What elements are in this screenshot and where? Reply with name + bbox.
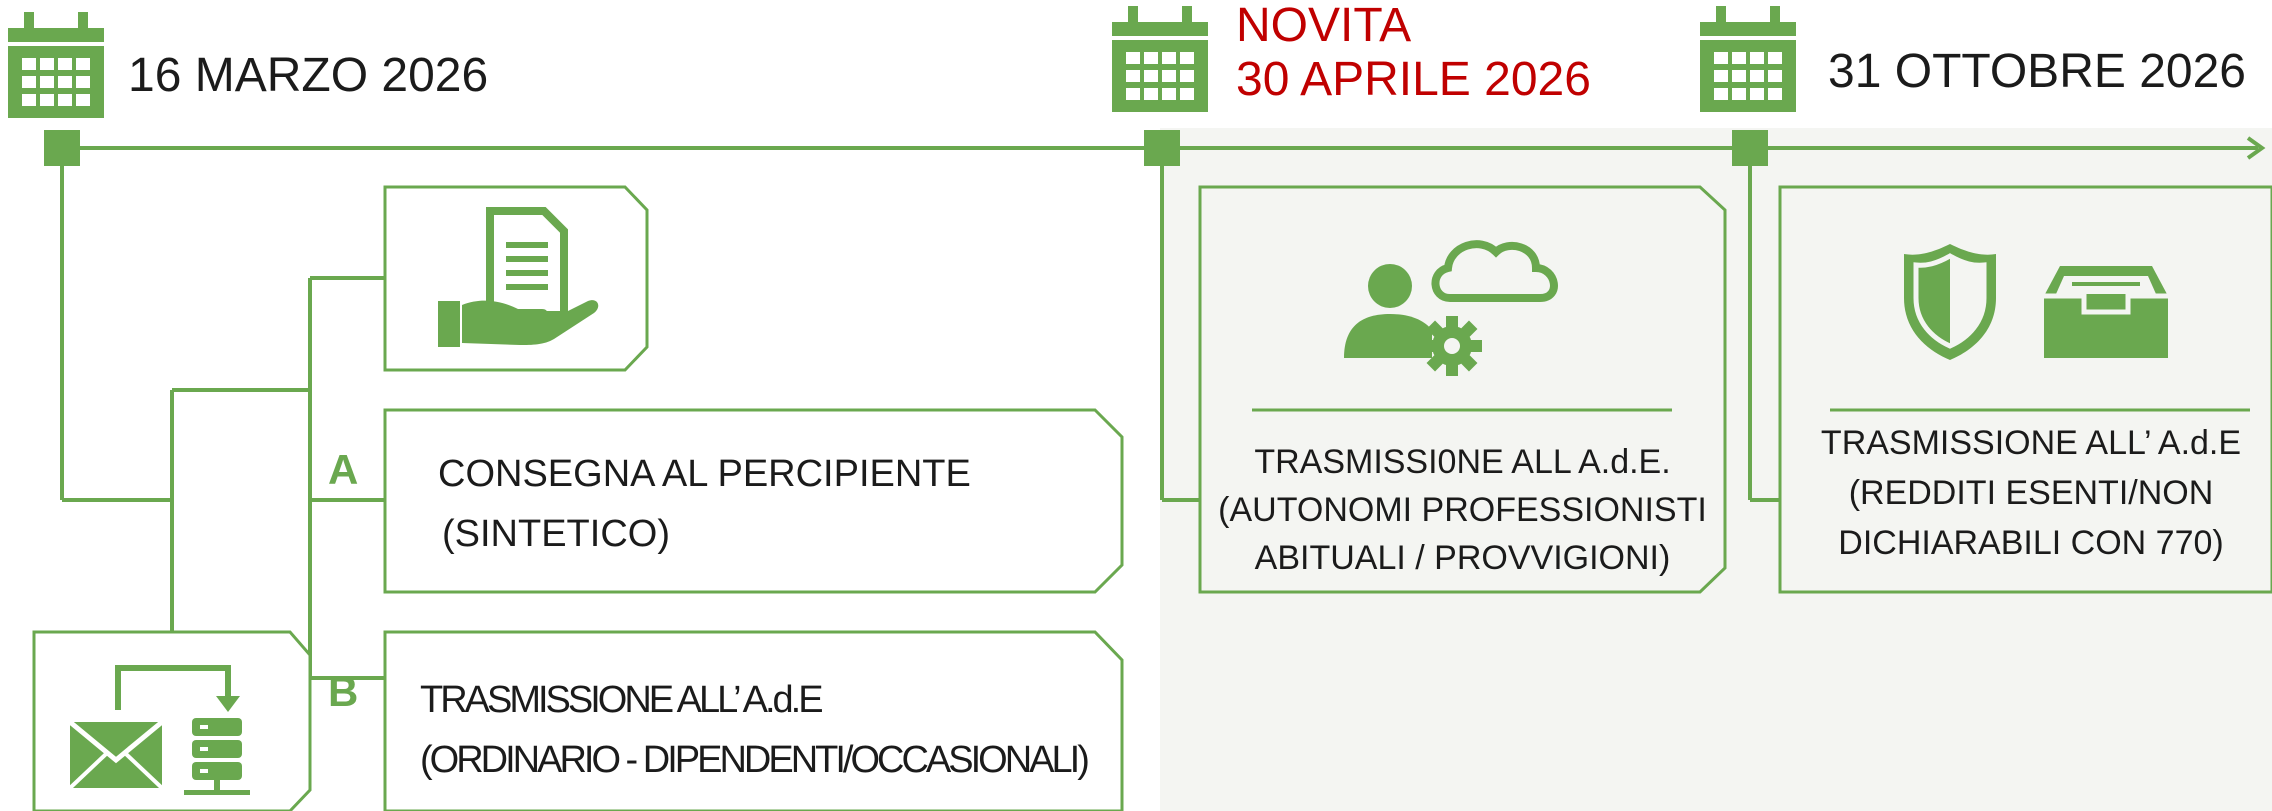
node-march — [44, 130, 80, 166]
april-line1: TRASMISSI0NE ALL A.d.E. — [1254, 443, 1671, 481]
october-line1: TRASMISSIONE ALL’ A.d.E — [1820, 424, 2242, 462]
october-line3: DICHIARABILI CON 770) — [1838, 524, 2224, 562]
step-b-letter: B — [328, 668, 359, 715]
novita-tag: NOVITA — [1236, 0, 1412, 52]
step-b-line1: TRASMISSIONE ALL’ A.d.E — [420, 679, 824, 721]
archive-tray-icon — [2044, 266, 2168, 358]
node-october — [1732, 130, 1768, 166]
step-a-letter: A — [328, 446, 359, 493]
step-a-box — [383, 408, 1124, 594]
step-b-box — [383, 630, 1124, 811]
date-october: 31 OTTOBRE 2026 — [1828, 45, 2246, 98]
mail-server-icon — [68, 665, 250, 795]
node-april — [1144, 130, 1180, 166]
calendar-icon — [8, 12, 104, 118]
april-line3: ABITUALI / PROVVIGIONI) — [1254, 539, 1671, 577]
step-a-line1: CONSEGNA AL PERCIPIENTE — [438, 453, 971, 495]
user-cloud-gear-icon — [1344, 240, 1558, 376]
april-box — [1198, 185, 1727, 594]
october-box-text: TRASMISSIONE ALL’ A.d.E (REDDITI ESENTI/… — [1790, 418, 2272, 568]
hand-document-icon — [438, 207, 599, 347]
step-b-line2: (ORDINARIO - DIPENDENTI/OCCASIONALI) — [420, 739, 1090, 781]
april-box-text: TRASMISSI0NE ALL A.d.E. (AUTONOMI PROFES… — [1200, 438, 1725, 582]
shield-icon — [1904, 244, 1996, 360]
april-line2: (AUTONOMI PROFESSIONISTI — [1218, 491, 1707, 529]
calendar-icon — [1112, 6, 1208, 112]
date-march: 16 MARZO 2026 — [128, 49, 489, 102]
october-line2: (REDDITI ESENTI/NON — [1848, 474, 2214, 512]
timeline-arrow — [2246, 136, 2266, 160]
step-a-line2: (SINTETICO) — [442, 513, 670, 555]
date-april: 30 APRILE 2026 — [1236, 53, 1591, 106]
calendar-icon — [1700, 6, 1796, 112]
